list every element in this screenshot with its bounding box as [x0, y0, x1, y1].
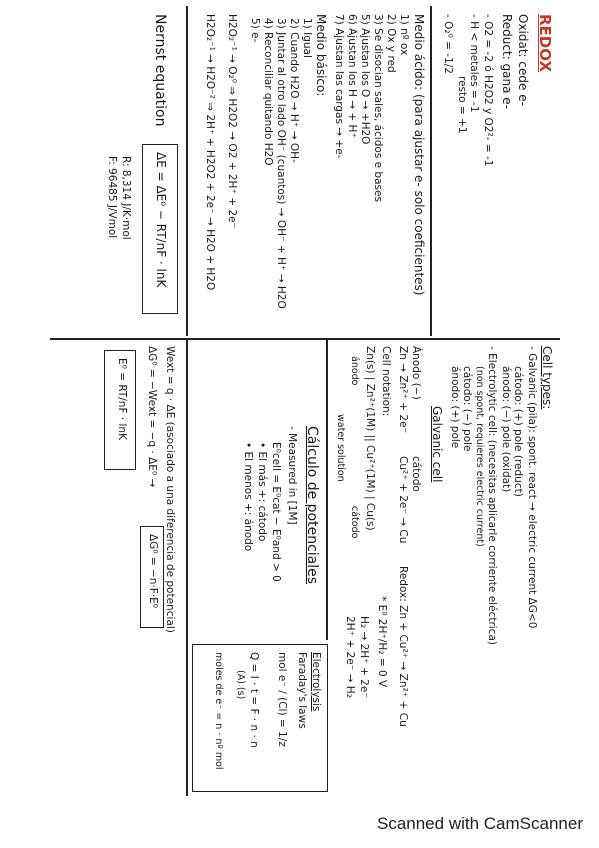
notation-cathode: cátodo — [349, 506, 360, 539]
charge-formula: Q = I · t = F · n · n — [248, 652, 260, 748]
ox-rule-1: - O2 = -2 ó H2O2 y O2²- = -1 — [482, 14, 494, 167]
acid-step: 2) Ox y red — [385, 14, 397, 73]
faraday-formula: mol e⁻ / (Cl) = 1/z — [276, 652, 288, 747]
equation-reduction: H2O₂⁻¹ → H2O⁻² ⇒ 2H⁺ + H2O2 + 2e⁻ → H2O … — [204, 14, 216, 291]
hydrogen-oxidation: H₂ → 2H⁺ + 2e⁻ — [358, 616, 370, 698]
acid-step: 1) nº ox — [398, 14, 410, 56]
rule-most-positive: • El más +: cátodo — [256, 442, 268, 542]
oxidation-definition: Oxidat: cede e- — [516, 14, 530, 106]
reduction-definition: Reduct: gana e- — [500, 14, 514, 110]
water-solution: water solution — [335, 414, 346, 482]
electrolytic-definition: - Electrolytic cell: (necesitas aplicarl… — [486, 346, 498, 645]
cell-notation: Zn(s) | Zn²⁺(1M) || Cu²⁺(1M) | Cu(s) — [364, 346, 376, 531]
charge-units: (A) (s) — [235, 670, 246, 700]
notes-title: REDOX — [536, 14, 554, 73]
redox-reaction: Redox: Zn + Cu²⁺ → Zn²⁺ + Cu — [397, 566, 409, 727]
basic-step: 1) Igual — [301, 18, 313, 58]
e0-formula: E⁰ = RT/nF · lnK — [116, 358, 128, 440]
acid-step: 3) Se disocian sales, ácidos e bases — [372, 14, 384, 202]
electrolysis-heading: Electrolysis — [310, 652, 322, 712]
measured-note: - Measured in [1M] — [286, 426, 298, 525]
galvanic-cell-heading: Galvanic cell — [430, 406, 444, 483]
basic-step: 5) e- — [249, 18, 261, 43]
faraday-constant: F: 96485 J/Vmol — [106, 156, 118, 239]
acid-medium-heading: Medio ácido: (para ajustar e- solo coefi… — [412, 14, 426, 296]
ox-rule-2: - H < metales = -1 — [468, 14, 480, 113]
equation-oxidation: H2O₂⁻¹ → O₂⁰ ⇒ H2O2 → O2 + 2H⁺ + 2e⁻ — [226, 14, 238, 229]
faraday-heading: Faraday's laws — [296, 652, 308, 729]
nernst-formula: ΔE = ΔE⁰ − RT/nF · lnK — [154, 152, 168, 288]
hydrogen-reduction: 2H⁺ + 2e⁻ → H₂ — [344, 616, 356, 698]
rule-least-positive: • El menos +: ánodo — [242, 442, 254, 552]
galvanic-definition: - Galvanic (pila): spont. react → electr… — [526, 346, 538, 629]
gibbs-relation: ΔG⁰ = −Wext = −q · ΔE⁰ → — [146, 346, 158, 488]
electrolytic-cathode: cátodo: (−) pole — [461, 366, 473, 452]
cell-notation-label: Cell notation: — [380, 346, 392, 417]
ecell-formula: E⁰cell = E⁰cat − E⁰and > 0 — [270, 442, 282, 582]
ox-rule-4: - O₂⁰ = -1/2 — [442, 14, 454, 74]
nernst-label: Nernst equation — [152, 14, 168, 127]
galvanic-anode: ánodo: (−) pole (oxidat) — [500, 366, 512, 493]
moles-electrons: moles de e⁻ = n · nº mol — [213, 652, 224, 770]
acid-step: 5) Ajustan los O → +H2O — [359, 14, 371, 145]
anode-label: Ánodo (−) — [410, 346, 422, 400]
basic-medium-heading: Medio básico: — [314, 14, 328, 97]
galvanic-cathode: cátodo: (+) pole (reduct) — [512, 366, 524, 497]
external-work: Wext = q · ΔE (asociado a una diferencia… — [164, 346, 176, 633]
electrolytic-anode: ánodo: (+) pole — [449, 366, 461, 449]
basic-step: 4) Reconciliar quitando H2O — [262, 18, 274, 166]
handwritten-notes-sheet: REDOX Oxidat: cede e- Reduct: gana e- - … — [50, 6, 560, 796]
potential-calc-heading: Cálculo de potenciales — [304, 426, 320, 585]
standard-hydrogen: * E⁰ 2H⁺/H₂ = 0 V — [376, 596, 388, 688]
section-divider — [430, 6, 432, 336]
basic-step: 2) Cuando H2O → H⁺ → OH- — [288, 18, 300, 163]
ox-rule-3: resto = +1 — [456, 76, 468, 134]
acid-step: 7) Ajustan las cargas → +e- — [333, 14, 345, 159]
section-divider — [326, 340, 328, 640]
cathode-label: cátodo — [410, 456, 422, 492]
scanner-watermark: Scanned with CamScanner — [376, 814, 583, 833]
anode-reaction: Zn → Zn²⁺ + 2e⁻ — [397, 346, 409, 434]
electrolytic-note: (non spont, requieres electric current) — [474, 366, 485, 547]
cathode-reaction: Cu²⁺ + 2e⁻ → Cu — [397, 456, 409, 544]
cell-types-heading: Cell types: — [540, 346, 554, 410]
notation-anode: ánodo — [349, 356, 360, 386]
gibbs-formula: ΔG⁰ = −n·F·E⁰ — [147, 534, 159, 609]
section-divider — [186, 340, 188, 796]
section-divider — [186, 6, 188, 336]
acid-step: 6) Ajustan los H → + H⁺ — [346, 14, 358, 138]
basic-step: 3) Juntar al otro lado OH⁻ (cuantos) → O… — [275, 18, 287, 309]
column-divider — [50, 338, 560, 340]
gas-constant: R: 8,314 J/K·mol — [120, 156, 132, 240]
